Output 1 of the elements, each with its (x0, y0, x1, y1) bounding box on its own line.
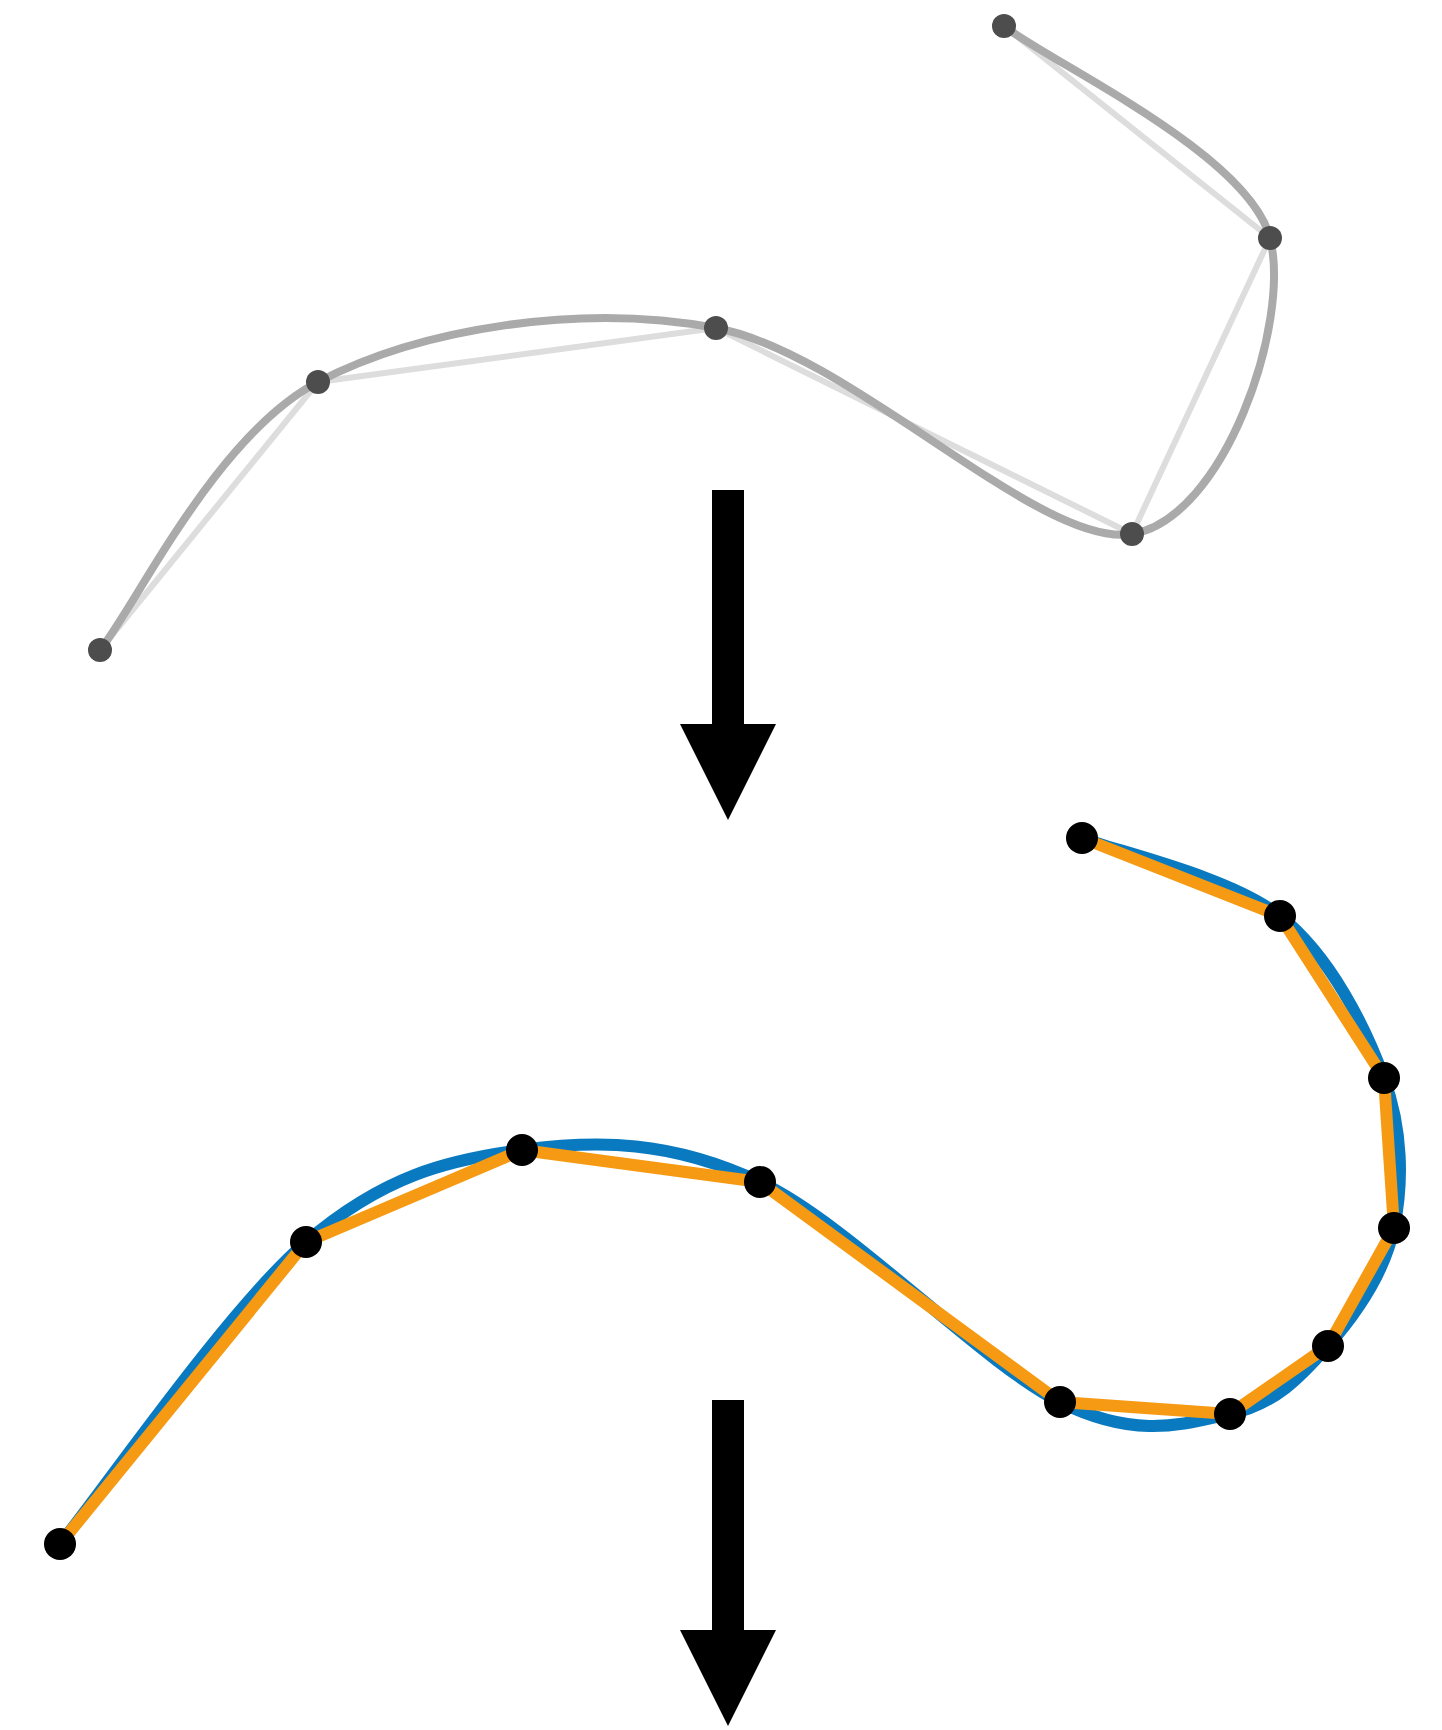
arrow (680, 490, 776, 820)
